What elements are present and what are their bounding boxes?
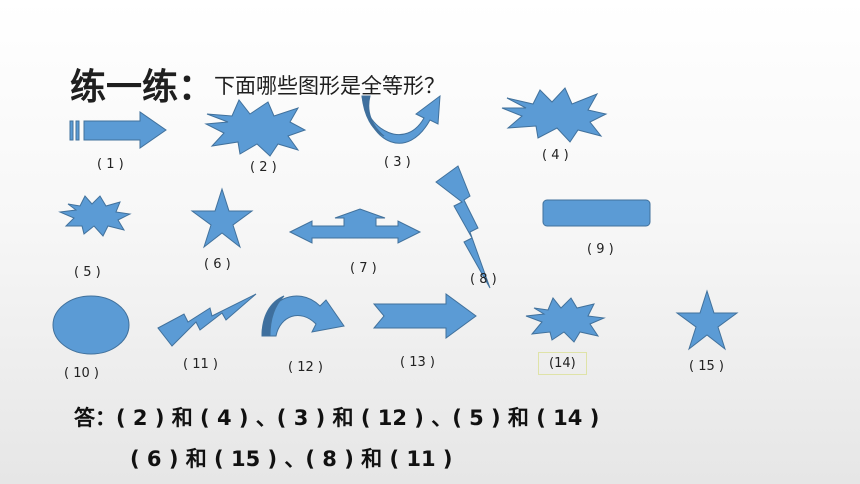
question-text: 下面哪些图形是全等形？: [214, 74, 445, 98]
shape-2-explosion: [204, 99, 307, 157]
label-2: ( 2 ): [250, 160, 277, 175]
shape-15-star: [675, 289, 739, 351]
label-10: ( 10 ): [64, 366, 99, 381]
label-11: ( 11 ): [183, 357, 218, 372]
label-4: ( 4 ): [542, 148, 569, 163]
shape-11-lightning: [157, 293, 257, 347]
label-9: ( 9 ): [587, 242, 614, 257]
label-14: (14): [538, 352, 587, 375]
shape-8-lightning: [435, 165, 491, 289]
shape-1-striped-arrow: [69, 111, 167, 149]
label-12: ( 12 ): [288, 360, 323, 375]
shape-3-curved-arrow: [361, 94, 441, 144]
shape-14-explosion: [525, 297, 606, 343]
label-8: ( 8 ): [470, 272, 497, 287]
answer-line-2: ( 6 ) 和 ( 15 ) 、( 8 ) 和 ( 11 ): [130, 447, 453, 471]
shape-13-notched-arrow: [372, 293, 477, 339]
label-3: ( 3 ): [384, 155, 411, 170]
shape-10-ellipse: [52, 295, 130, 355]
answer-line-1: 答：( 2 ) 和 ( 4 ) 、( 3 ) 和 ( 12 ) 、( 5 ) 和…: [74, 406, 600, 430]
label-15: ( 15 ): [689, 359, 724, 374]
shape-9-rounded-rectangle: [542, 199, 651, 227]
shape-4-explosion: [501, 87, 608, 143]
page-title: 练一练：: [70, 67, 215, 108]
label-6: ( 6 ): [204, 257, 231, 272]
label-1: ( 1 ): [97, 157, 124, 172]
shape-5-explosion: [58, 195, 132, 237]
shape-7-three-way-arrow: [288, 208, 422, 244]
label-13: ( 13 ): [400, 355, 435, 370]
label-7: ( 7 ): [350, 261, 377, 276]
shape-6-star: [190, 187, 254, 249]
label-5: ( 5 ): [74, 265, 101, 280]
